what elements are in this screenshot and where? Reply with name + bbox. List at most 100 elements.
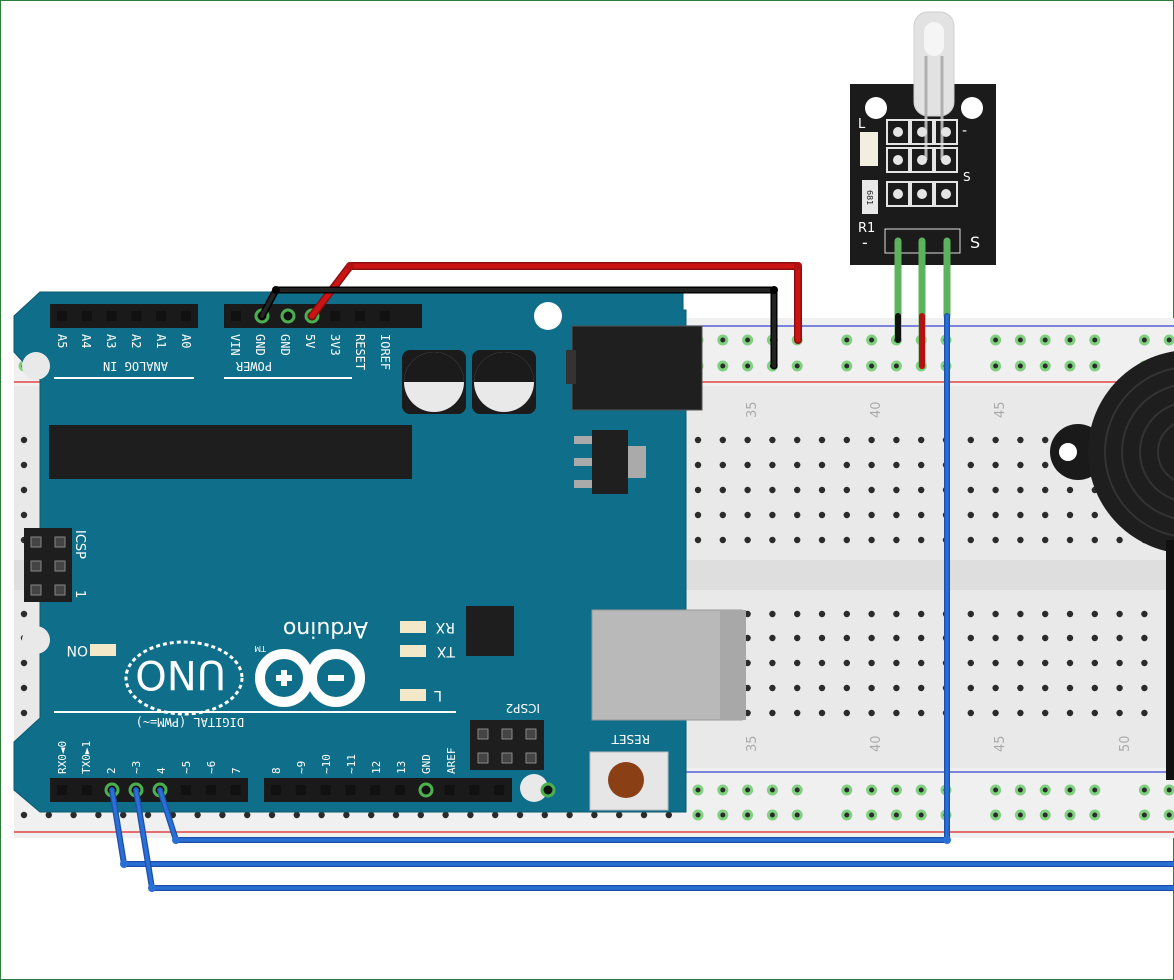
breadboard-hole (694, 436, 702, 444)
mount-hole (22, 352, 50, 380)
pin-label-a0: A0 (179, 334, 193, 348)
pin-label-reset: RESET (353, 334, 367, 370)
rail-hole (890, 784, 902, 796)
arduino-uno-board: A5 A4 A3 A2 A1 A0 ANALOG IN VIN GND GND … (13, 291, 746, 813)
breadboard-hole (1017, 486, 1024, 494)
led-label-rx: RX (435, 619, 455, 635)
rail-hole (742, 809, 754, 821)
icsp-pin (30, 560, 42, 572)
breadboard-hole (992, 709, 999, 717)
icsp2-pin (525, 728, 537, 740)
breadboard-hole (843, 461, 850, 469)
icsp2-pin (477, 728, 489, 740)
breadboard-hole (843, 536, 850, 544)
breadboard-hole (893, 659, 900, 667)
rail-hole (1138, 334, 1150, 346)
breadboard-hole (893, 610, 900, 618)
pin-label-a2: A2 (129, 334, 143, 348)
rail-hole (890, 360, 902, 372)
rail-hole (1014, 360, 1026, 372)
breadboard-hole (769, 461, 776, 469)
breadboard-hole (1017, 461, 1024, 469)
breadboard-hole (694, 461, 702, 469)
breadboard-hole (1091, 684, 1099, 692)
icsp-pin (30, 584, 42, 596)
breadboard-hole (1042, 436, 1049, 444)
breadboard-hole (992, 511, 999, 519)
breadboard-hole (893, 536, 900, 544)
header-pin (355, 311, 365, 321)
sensor-pad (910, 119, 934, 145)
buzzer-ring (1104, 367, 1174, 537)
arduino-logo (124, 640, 365, 716)
breadboard-hole (893, 511, 900, 519)
breadboard-hole (1091, 659, 1099, 667)
breadboard-hole (769, 610, 776, 618)
breadboard-hole (868, 610, 875, 618)
rx-led (400, 621, 426, 633)
header-pin (345, 785, 356, 795)
rail-hole (766, 809, 778, 821)
rail-hole (990, 784, 1002, 796)
buzzer-ring (1157, 423, 1174, 481)
breadboard-hole (1066, 634, 1074, 642)
buzzer-mount-hole (1059, 443, 1077, 461)
breadboard-hole (918, 684, 925, 692)
sensor-label-minus: - (962, 123, 967, 139)
breadboard-hole (1066, 511, 1074, 519)
rail-hole (1163, 784, 1174, 796)
usb-connector-side (720, 610, 746, 720)
breadboard-hole (744, 436, 751, 444)
pin-label-gnd: GND (253, 334, 267, 356)
pin-label-aref: AREF (445, 748, 458, 775)
rail-hole (717, 360, 729, 372)
breadboard-hole (1091, 536, 1099, 544)
rail-hole (717, 334, 729, 346)
reset-button-cap[interactable] (608, 762, 644, 798)
icsp-pin (54, 536, 66, 548)
breadboard-hole (967, 536, 974, 544)
header-pin (271, 785, 281, 795)
pin-label-d12: 12 (370, 761, 383, 774)
breadboard-hole (818, 461, 826, 469)
rail-hole (692, 809, 704, 821)
rail-hole (990, 360, 1002, 372)
sensor-pad (934, 147, 958, 173)
analog-in-label: ANALOG IN (103, 359, 168, 373)
pin-label-d2: 2 (105, 767, 118, 774)
sensor-header-s: S (970, 233, 980, 252)
breadboard-hole (868, 684, 875, 692)
breadboard-hole (967, 511, 974, 519)
breadboard-hole (769, 684, 776, 692)
power-label: POWER (235, 359, 272, 373)
rail-hole (1064, 809, 1076, 821)
header-pin (131, 311, 142, 321)
rail-hole (742, 784, 754, 796)
breadboard-hole (794, 659, 801, 667)
mount-hole (520, 774, 548, 802)
breadboard-hole (893, 461, 900, 469)
header-pin (320, 785, 331, 795)
breadboard-hole (818, 634, 826, 642)
breadboard-hole (992, 461, 999, 469)
rail-hole (866, 809, 878, 821)
breadboard-hole (967, 436, 974, 444)
breadboard-hole (1066, 659, 1074, 667)
analog-pin-holes (57, 311, 191, 321)
header-pin (469, 785, 480, 795)
digital-header-low (50, 778, 248, 802)
power-jack (571, 325, 703, 411)
pin-label-5v: 5V (303, 334, 317, 348)
rail-hole (841, 334, 853, 346)
sensor-pad (886, 147, 910, 173)
rail-hole (1039, 809, 1051, 821)
icsp-pin-one-label: 1 (72, 590, 87, 598)
icsp-pin (54, 584, 66, 596)
capacitor (472, 350, 536, 414)
breadboard-hole (992, 486, 999, 494)
rail-hole (1064, 334, 1076, 346)
breadboard-hole (843, 511, 850, 519)
rail-hole (841, 784, 853, 796)
pin-label-d7: 7 (230, 767, 243, 774)
